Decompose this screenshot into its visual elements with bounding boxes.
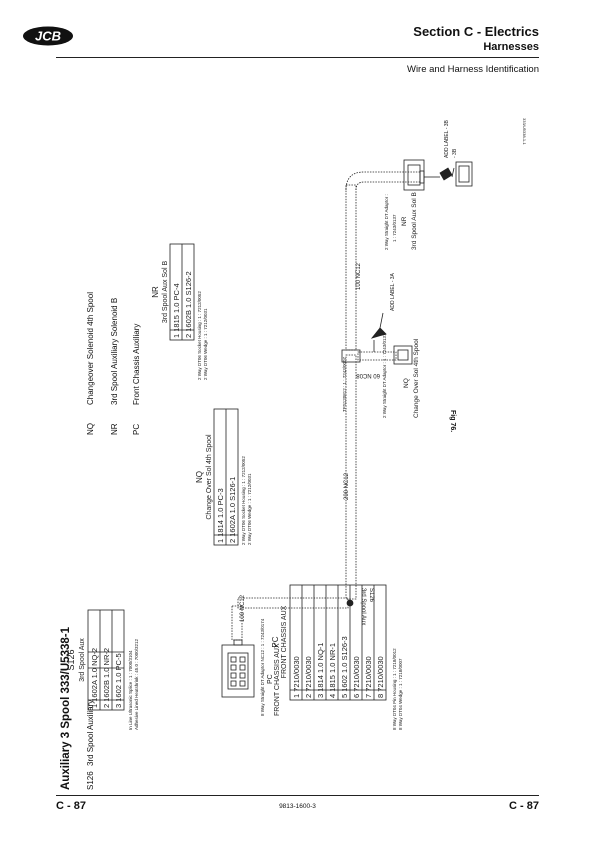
footer-rule (56, 795, 539, 796)
pc-note: 8 Way DT04 Pin Housing : 1 : 7218/0012 (392, 648, 397, 730)
nr-table-code: NR (151, 286, 160, 298)
table-row: 1 1602A 1.0 NQ-2 (90, 648, 99, 708)
nc12-right-label: 100 NC12 (356, 262, 362, 290)
pc-connector (221, 639, 255, 698)
section-subtitle: Harnesses (483, 41, 539, 53)
nr-connector-labels: 2 Way Straight DT Adaptor : 1 : 7243/013… (384, 192, 418, 250)
jcb-logo: JCB (22, 26, 74, 46)
nr-connector-name: 3rd Spool Aux Sol B (411, 192, 418, 250)
table-row: 2 1602B 1.0 NR-2 (102, 648, 111, 708)
figure-label: Fig 76. (449, 410, 456, 433)
svg-text:- 3B: - 3B (452, 148, 458, 158)
table-row: 3 1814 1.0 NQ-1 (316, 643, 325, 698)
nq-note: 2 Way DT06 Wedge : 1 : 7212/0031 (247, 473, 252, 545)
s126-table-code: S126 (66, 649, 76, 670)
table-row: 3 1602 1.0 PC-5 (114, 653, 123, 708)
nc12-mid-label: 200 NC12 (344, 472, 350, 500)
s126-note: In Line Ultrasonic Splice : 1 : 7000/310… (128, 650, 133, 730)
nq-connector-labels: 2 Way Straight DT Adaptor : 1 : 7243/013… (382, 333, 420, 418)
nq-wire-table: NQ Change Over Sol 4th Spool 1 1814 1.0 … (195, 408, 252, 546)
add-label-3b: ADD LABEL - 3B (444, 119, 450, 158)
s126-note: Adhesive Lined Heatshrink : 45.0 : 7000/… (134, 638, 139, 730)
table-row: 1 7210/0030 (292, 656, 301, 698)
pc-note: 8 Way DT04 Wedge : 1 : 7218/0007 (398, 658, 403, 730)
table-row: 2 7210/0030 (304, 656, 313, 698)
table-row: 5 1602 1.0 S126-3 (340, 636, 349, 698)
table-row: 1 1815 1.0 PC-4 (172, 283, 181, 338)
nr-table-title: 3rd Spool Aux Sol B (162, 261, 169, 324)
pc-table-code: PC (271, 636, 280, 647)
s126-wire-table: S126 3rd Spool Aux 1 1602A 1.0 NQ-2 2 16… (66, 609, 139, 730)
nr-connector-caption: 2 Way Straight DT Adaptor : (384, 194, 389, 250)
page-number-left: C - 87 (56, 800, 86, 812)
pc-connector-code: PC (267, 674, 274, 684)
tp-label: TPS120812 : 1 : 7243/0007 (342, 356, 347, 412)
nq-note: 2 Way DT06 Socket Housing : 1 : 7212/005… (241, 456, 246, 545)
nq-connector-caption: 2 Way Straight DT Adaptor : 1 : 7243/013… (382, 333, 387, 418)
pc-table-title: FRONT CHASSIS AUX (281, 605, 288, 678)
table-row: 7 7210/0030 (364, 656, 373, 698)
nq-connector-code: NQ (403, 378, 410, 388)
nq-table-code: NQ (195, 471, 204, 483)
header-rule (56, 57, 539, 58)
nr-note: 2 Way DT06 Wedge : 1 : 7212/0031 (203, 308, 208, 380)
table-row: 6 7210/0030 (352, 656, 361, 698)
nc12-left-label: 100 NC12 (240, 594, 246, 622)
nc08-label: 60 NC08 (356, 372, 380, 378)
s126-splice-name: 3rd Spool Aux (360, 588, 366, 625)
pc-connector-name: FRONT CHASSIS AUX (274, 643, 281, 716)
section-topic: Wire and Harness Identification (406, 64, 539, 75)
table-row: 4 1815 1.0 NR-1 (328, 643, 337, 698)
nr-connector-caption: 1 : 7243/0137 (392, 214, 397, 242)
table-row: 2 1602A 1.0 S126-1 (228, 477, 237, 543)
s126-splice-code: S126 (368, 588, 374, 603)
pc-connector-caption: 8 Way Straight DT Adaptor NC12 : 1 : 724… (260, 618, 265, 716)
section-title: Section C - Electrics (413, 24, 539, 39)
table-row: 2 1602B 1.0 S126-2 (184, 271, 193, 338)
nr-note: 2 Way DT06 Socket Housing : 1 : 7212/005… (197, 291, 202, 380)
page-number-right: C - 87 (509, 800, 539, 812)
document-code: 9813-1600-3 (279, 803, 316, 810)
nq-connector-name: Change Over Sol 4th Spool (413, 338, 420, 418)
nr-connector-code: NR (401, 216, 408, 226)
table-row: 1 1814 1.0 PC-3 (216, 488, 225, 543)
table-row: 8 7210/0030 (376, 656, 385, 698)
nr-wire-table: NR 3rd Spool Aux Sol B 1 1815 1.0 PC-4 2… (151, 243, 208, 380)
pc-wire-table: PC FRONT CHASSIS AUX 1 7210/0030 2 7210/… (271, 584, 403, 730)
add-label-3a: ADD LABEL - 3A (390, 272, 396, 311)
nq-table-title: Change Over Sol 4th Spool (206, 434, 213, 520)
svg-text:JCB: JCB (35, 29, 61, 44)
s126-table-title: 3rd Spool Aux (79, 638, 86, 682)
